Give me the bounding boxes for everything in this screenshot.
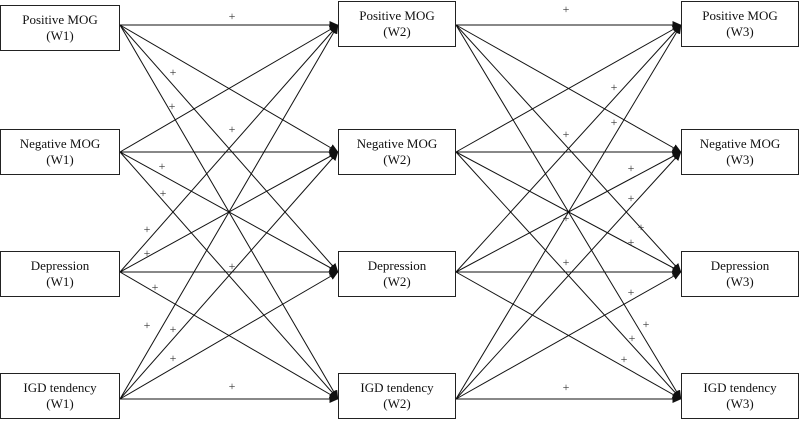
significance-plus-27: +	[621, 352, 628, 366]
significance-plus-7: +	[144, 246, 151, 260]
node-depression-w1: Depression (W1)	[0, 251, 120, 297]
significance-plus-11: +	[170, 322, 177, 336]
node-depression-w3: Depression (W3)	[681, 251, 799, 297]
significance-plus-26: +	[629, 331, 636, 345]
node-label: IGD tendency	[703, 380, 777, 395]
node-label: Positive MOG	[359, 8, 435, 23]
node-label: Positive MOG	[702, 8, 778, 23]
node-igd-tendency-w3: IGD tendency (W3)	[681, 373, 799, 419]
node-label: Negative MOG	[19, 136, 101, 151]
node-wave: (W2)	[383, 396, 411, 411]
node-negative-mog-w2: Negative MOG (W2)	[338, 129, 456, 175]
node-wave: (W2)	[383, 152, 411, 167]
significance-plus-0: +	[229, 9, 236, 23]
node-wave: (W3)	[726, 24, 754, 39]
node-label: Negative MOG	[699, 136, 781, 151]
significance-plus-8: +	[229, 259, 236, 273]
path-arrow-w1-2-to-w2-0	[119, 24, 339, 273]
significance-plus-18: +	[628, 161, 635, 175]
significance-plus-4: +	[159, 159, 166, 173]
node-depression-w2: Depression (W2)	[338, 251, 456, 297]
significance-plus-19: +	[628, 191, 635, 205]
node-label: Positive MOG	[22, 12, 98, 27]
significance-plus-1: +	[170, 65, 177, 79]
node-wave: (W1)	[46, 152, 74, 167]
significance-plus-23: +	[563, 255, 570, 269]
node-negative-mog-w3: Negative MOG (W3)	[681, 129, 799, 175]
path-arrow-w2-3-to-w3-2	[455, 271, 682, 400]
significance-plus-17: +	[563, 127, 570, 141]
path-arrow-w2-2-to-w3-0	[455, 24, 682, 273]
significance-plus-22: +	[628, 235, 635, 249]
significance-plus-16: +	[611, 115, 618, 129]
significance-plus-2: +	[169, 99, 176, 113]
significance-plus-28: +	[563, 380, 570, 394]
significance-plus-25: +	[643, 317, 650, 331]
significance-plus-6: +	[144, 222, 151, 236]
node-wave: (W1)	[46, 274, 74, 289]
node-wave: (W1)	[46, 396, 74, 411]
significance-plus-13: +	[229, 379, 236, 393]
node-wave: (W2)	[383, 274, 411, 289]
node-wave: (W3)	[726, 396, 754, 411]
node-label: Depression	[30, 258, 90, 273]
node-igd-tendency-w1: IGD tendency (W1)	[0, 373, 120, 419]
node-label: IGD tendency	[23, 380, 97, 395]
node-positive-mog-w2: Positive MOG (W2)	[338, 1, 456, 47]
node-positive-mog-w1: Positive MOG (W1)	[0, 5, 120, 51]
significance-plus-12: +	[170, 351, 177, 365]
node-label: Depression	[367, 258, 427, 273]
path-arrow-w2-1-to-w3-0	[455, 24, 682, 153]
node-label: Negative MOG	[356, 136, 438, 151]
path-arrow-w1-1-to-w2-0	[119, 24, 339, 153]
path-arrow-w1-3-to-w2-0	[119, 24, 339, 400]
significance-plus-14: +	[563, 2, 570, 16]
node-label: Depression	[710, 258, 770, 273]
path-arrow-w2-3-to-w3-0	[455, 24, 682, 400]
path-arrow-w2-3-to-w3-1	[455, 151, 682, 400]
node-negative-mog-w1: Negative MOG (W1)	[0, 129, 120, 175]
significance-plus-10: +	[144, 318, 151, 332]
node-wave: (W3)	[726, 274, 754, 289]
node-wave: (W3)	[726, 152, 754, 167]
significance-plus-9: +	[152, 280, 159, 294]
significance-plus-3: +	[229, 122, 236, 136]
node-positive-mog-w3: Positive MOG (W3)	[681, 1, 799, 47]
path-arrow-w1-3-to-w2-2	[119, 271, 339, 400]
significance-plus-15: +	[611, 80, 618, 94]
node-label: IGD tendency	[360, 380, 434, 395]
significance-plus-24: +	[628, 285, 635, 299]
node-wave: (W2)	[383, 24, 411, 39]
significance-plus-5: +	[160, 186, 167, 200]
significance-plus-20: +	[563, 211, 570, 225]
significance-plus-21: +	[638, 220, 645, 234]
node-wave: (W1)	[46, 28, 74, 43]
node-igd-tendency-w2: IGD tendency (W2)	[338, 373, 456, 419]
path-arrow-w1-3-to-w2-1	[119, 151, 339, 400]
